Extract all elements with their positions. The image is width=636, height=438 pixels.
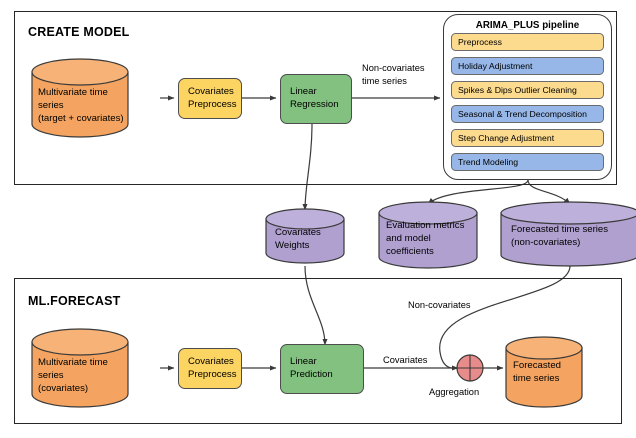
ml-forecast-frame	[14, 278, 622, 424]
covariates-weights-label: Covariates Weights	[275, 227, 321, 251]
covariates-weights-cylinder	[265, 208, 345, 264]
linear-regression-box[interactable]: Linear Regression	[280, 74, 352, 124]
linear-prediction-box[interactable]: Linear Prediction	[280, 344, 364, 394]
pipeline-stage-label: Trend Modeling	[458, 156, 519, 167]
covariates-preprocess-box-create[interactable]: Covariates Preprocess	[178, 78, 242, 119]
pipeline-stage-label: Seasonal & Trend Decomposition	[458, 108, 587, 119]
covariates-preprocess-label-forecast: Covariates Preprocess	[188, 355, 237, 380]
pipeline-stage-label: Step Change Adjustment	[458, 132, 555, 143]
ml-forecast-title: ML.FORECAST	[28, 294, 121, 308]
multivariate-time-series-covariates-label: Multivariate time series (covariates)	[38, 357, 108, 394]
aggregation-label: Aggregation	[429, 387, 480, 397]
forecasted-time-series-output-label: Forecasted time series	[513, 360, 561, 384]
pipeline-stage-label: Preprocess	[458, 36, 502, 47]
pipeline-stage-spikes-dips-outlier-cleaning[interactable]: Spikes & Dips Outlier Cleaning	[451, 81, 604, 99]
covariates-edge-label: Covariates	[383, 355, 428, 365]
create-model-frame	[14, 11, 617, 185]
pipeline-stage-step-change-adjustment[interactable]: Step Change Adjustment	[451, 129, 604, 147]
pipeline-stage-holiday-adjustment[interactable]: Holiday Adjustment	[451, 57, 604, 75]
linear-prediction-label: Linear Prediction	[290, 356, 333, 380]
covariates-preprocess-box-forecast[interactable]: Covariates Preprocess	[178, 348, 242, 389]
aggregation-node	[456, 354, 484, 382]
forecasted-non-covariates-label: Forecasted time series (non-covariates)	[511, 224, 609, 248]
pipeline-stage-label: Holiday Adjustment	[458, 60, 533, 71]
non-covariates-edge-label: Non-covariates	[408, 300, 471, 310]
evaluation-metrics-cylinder	[378, 201, 478, 269]
pipeline-stage-label: Spikes & Dips Outlier Cleaning	[458, 84, 577, 95]
covariates-preprocess-label-create: Covariates Preprocess	[188, 85, 237, 110]
pipeline-stage-preprocess[interactable]: Preprocess	[451, 33, 604, 51]
forecasted-time-series-output	[505, 336, 583, 408]
pipeline-stage-trend-modeling[interactable]: Trend Modeling	[451, 153, 604, 171]
multivariate-time-series-covariates	[31, 328, 129, 408]
arima-plus-pipeline-title: ARIMA_PLUS pipeline	[475, 20, 580, 31]
multivariate-time-series-source	[31, 58, 129, 138]
multivariate-time-series-source-label: Multivariate time series (target + covar…	[38, 87, 124, 124]
create-model-title: CREATE MODEL	[28, 25, 130, 39]
non-covariates-time-series-label: Non-covariates time series	[362, 63, 425, 86]
evaluation-metrics-label: Evaluation metrics and model coefficient…	[386, 220, 465, 257]
pipeline-stage-seasonal-trend-decomposition[interactable]: Seasonal & Trend Decomposition	[451, 105, 604, 123]
forecasted-non-covariates-cylinder	[500, 201, 636, 267]
linear-regression-label: Linear Regression	[290, 86, 339, 110]
